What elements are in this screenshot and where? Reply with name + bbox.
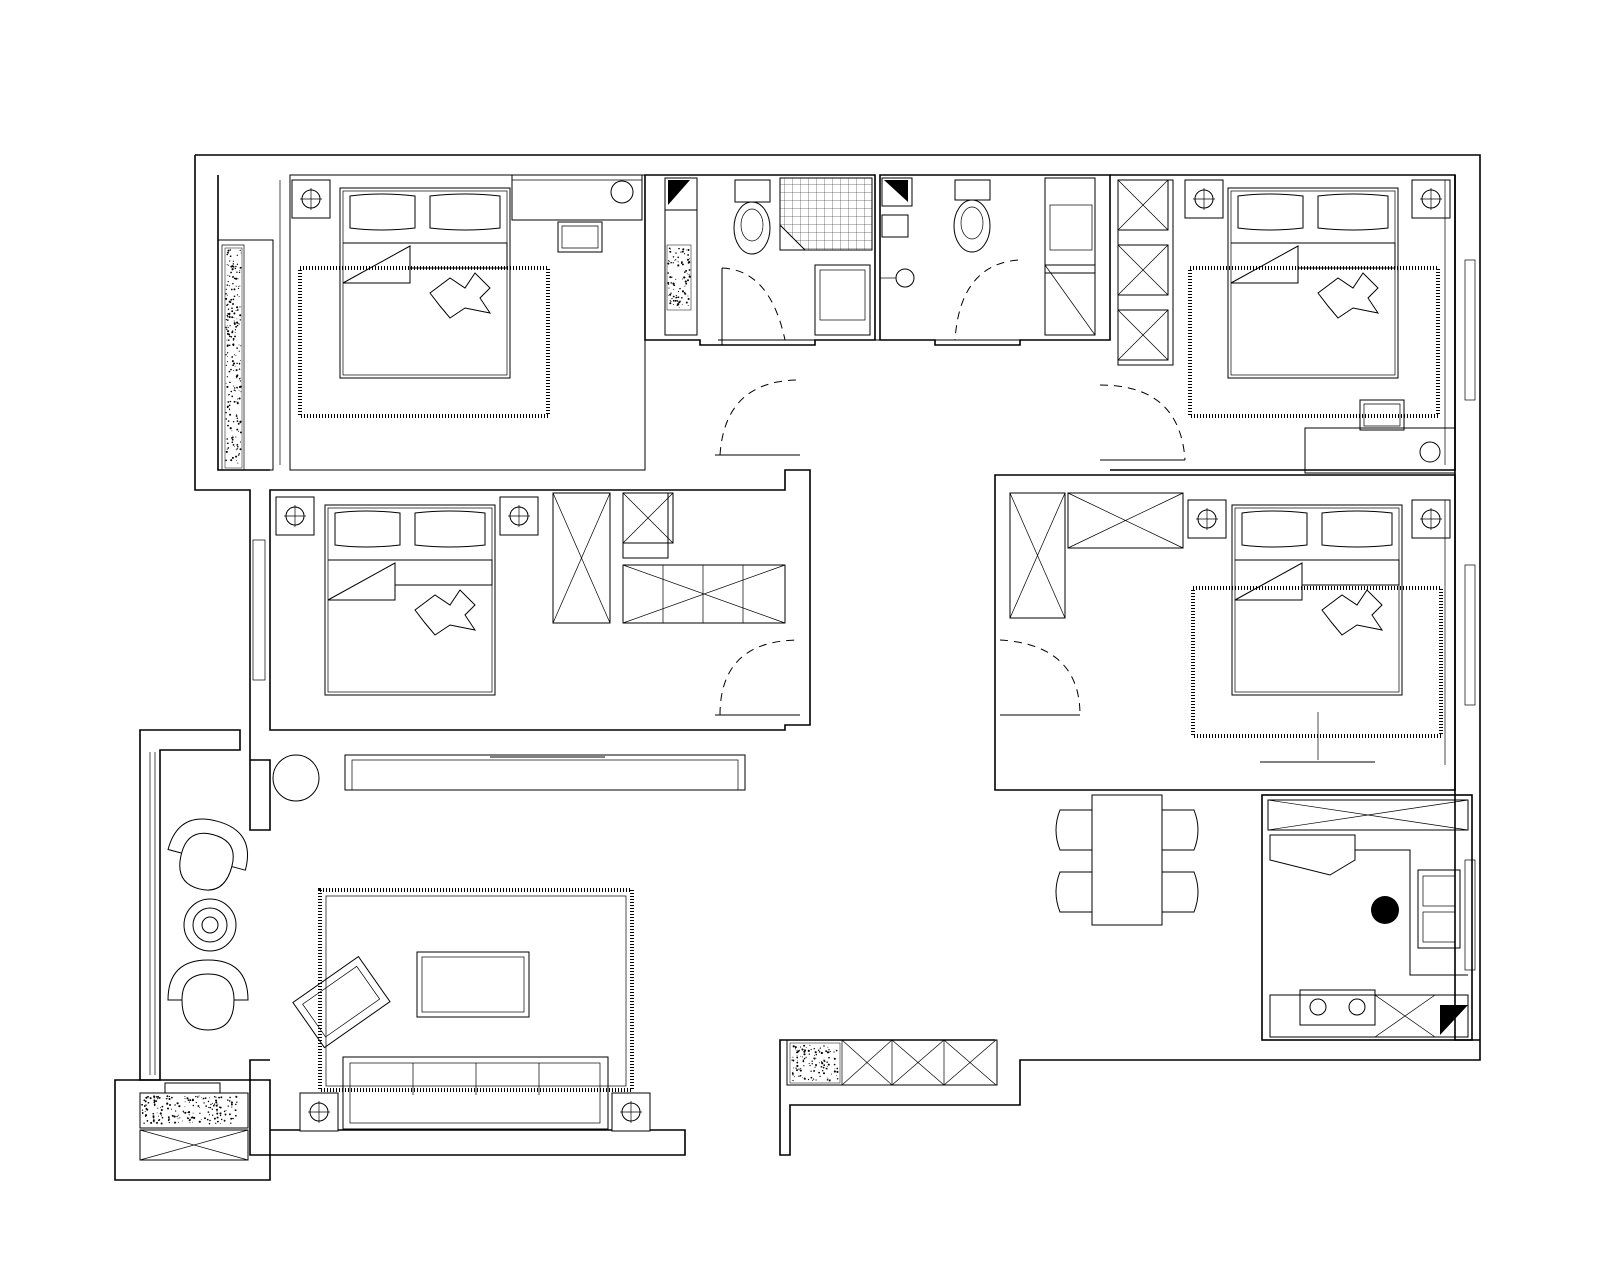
toilet-right-icon <box>953 179 991 253</box>
nightstand-w-1-icon <box>275 496 315 536</box>
bedroom-e <box>994 474 1476 791</box>
toilet-icon <box>733 179 771 255</box>
shower-icon <box>880 268 915 288</box>
balcony <box>139 752 257 1161</box>
nightstand-e-2-icon <box>1411 499 1451 539</box>
bathroom-left <box>644 174 915 346</box>
desk-chair-icon <box>557 221 603 253</box>
stone-texture <box>141 247 839 1125</box>
stove-icon <box>1299 989 1376 1026</box>
bedroom-w <box>252 469 811 731</box>
side-table-2-icon <box>611 1092 651 1132</box>
bed-w-icon <box>324 504 496 696</box>
side-table-1-icon <box>299 1092 339 1132</box>
balcony-chair-2-icon <box>167 959 249 1031</box>
balcony-chair-1-icon <box>159 810 257 900</box>
nightstand-ne-1-icon <box>1184 179 1224 219</box>
nightstand-ne-2-icon <box>1411 179 1451 219</box>
bedroom-nw <box>217 174 646 471</box>
bed-e-icon <box>1231 504 1403 696</box>
outer-walls <box>114 154 1481 1181</box>
nightstand-e-1-icon <box>1187 499 1227 539</box>
person-icon <box>1371 896 1399 924</box>
desk-chair-ne-icon <box>1359 399 1405 431</box>
doors <box>715 259 1186 716</box>
bed-ne-icon <box>1227 187 1399 379</box>
plant-icon <box>272 754 320 802</box>
bathroom-right <box>879 174 1111 346</box>
dining-area <box>1055 794 1199 926</box>
kitchen <box>1261 794 1476 1041</box>
living-room <box>272 754 746 1132</box>
nightstand-w-2-icon <box>499 496 539 536</box>
lounge-chair-icon <box>292 955 391 1049</box>
coffee-table <box>416 951 530 1018</box>
entry-cabinet <box>786 1039 998 1086</box>
round-table-icon <box>183 898 237 952</box>
bed-icon <box>339 187 511 379</box>
sofa-icon <box>342 1056 609 1130</box>
dining-table <box>1091 794 1163 926</box>
bedroom-ne <box>1110 174 1476 474</box>
nightstand-icon <box>291 179 331 219</box>
sink-icon <box>1417 869 1461 949</box>
stone-panel-nw <box>224 247 243 469</box>
